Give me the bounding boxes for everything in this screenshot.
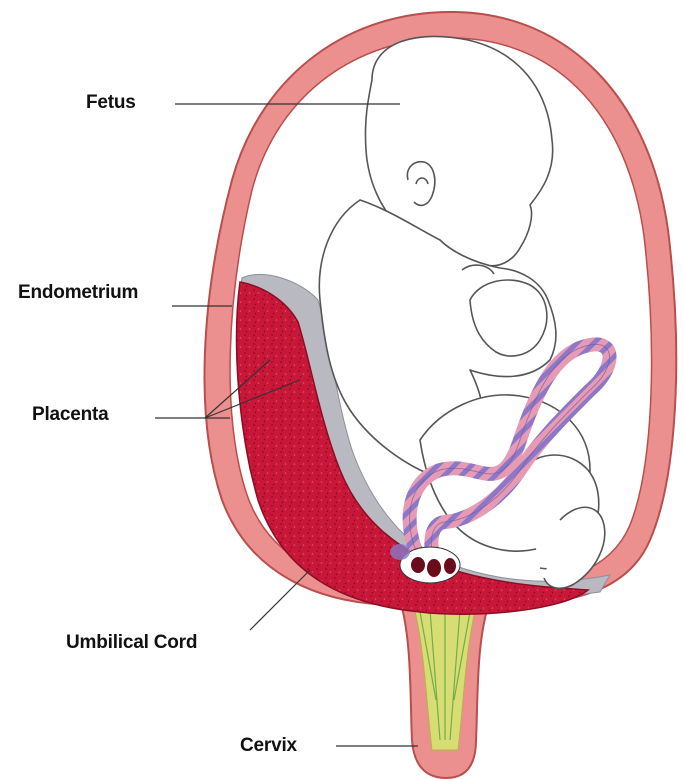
label-fetus: Fetus <box>86 92 136 114</box>
label-cervix: Cervix <box>240 735 297 757</box>
label-placenta: Placenta <box>32 404 109 426</box>
label-umbilical-cord: Umbilical Cord <box>66 632 197 654</box>
label-endometrium: Endometrium <box>18 282 138 304</box>
